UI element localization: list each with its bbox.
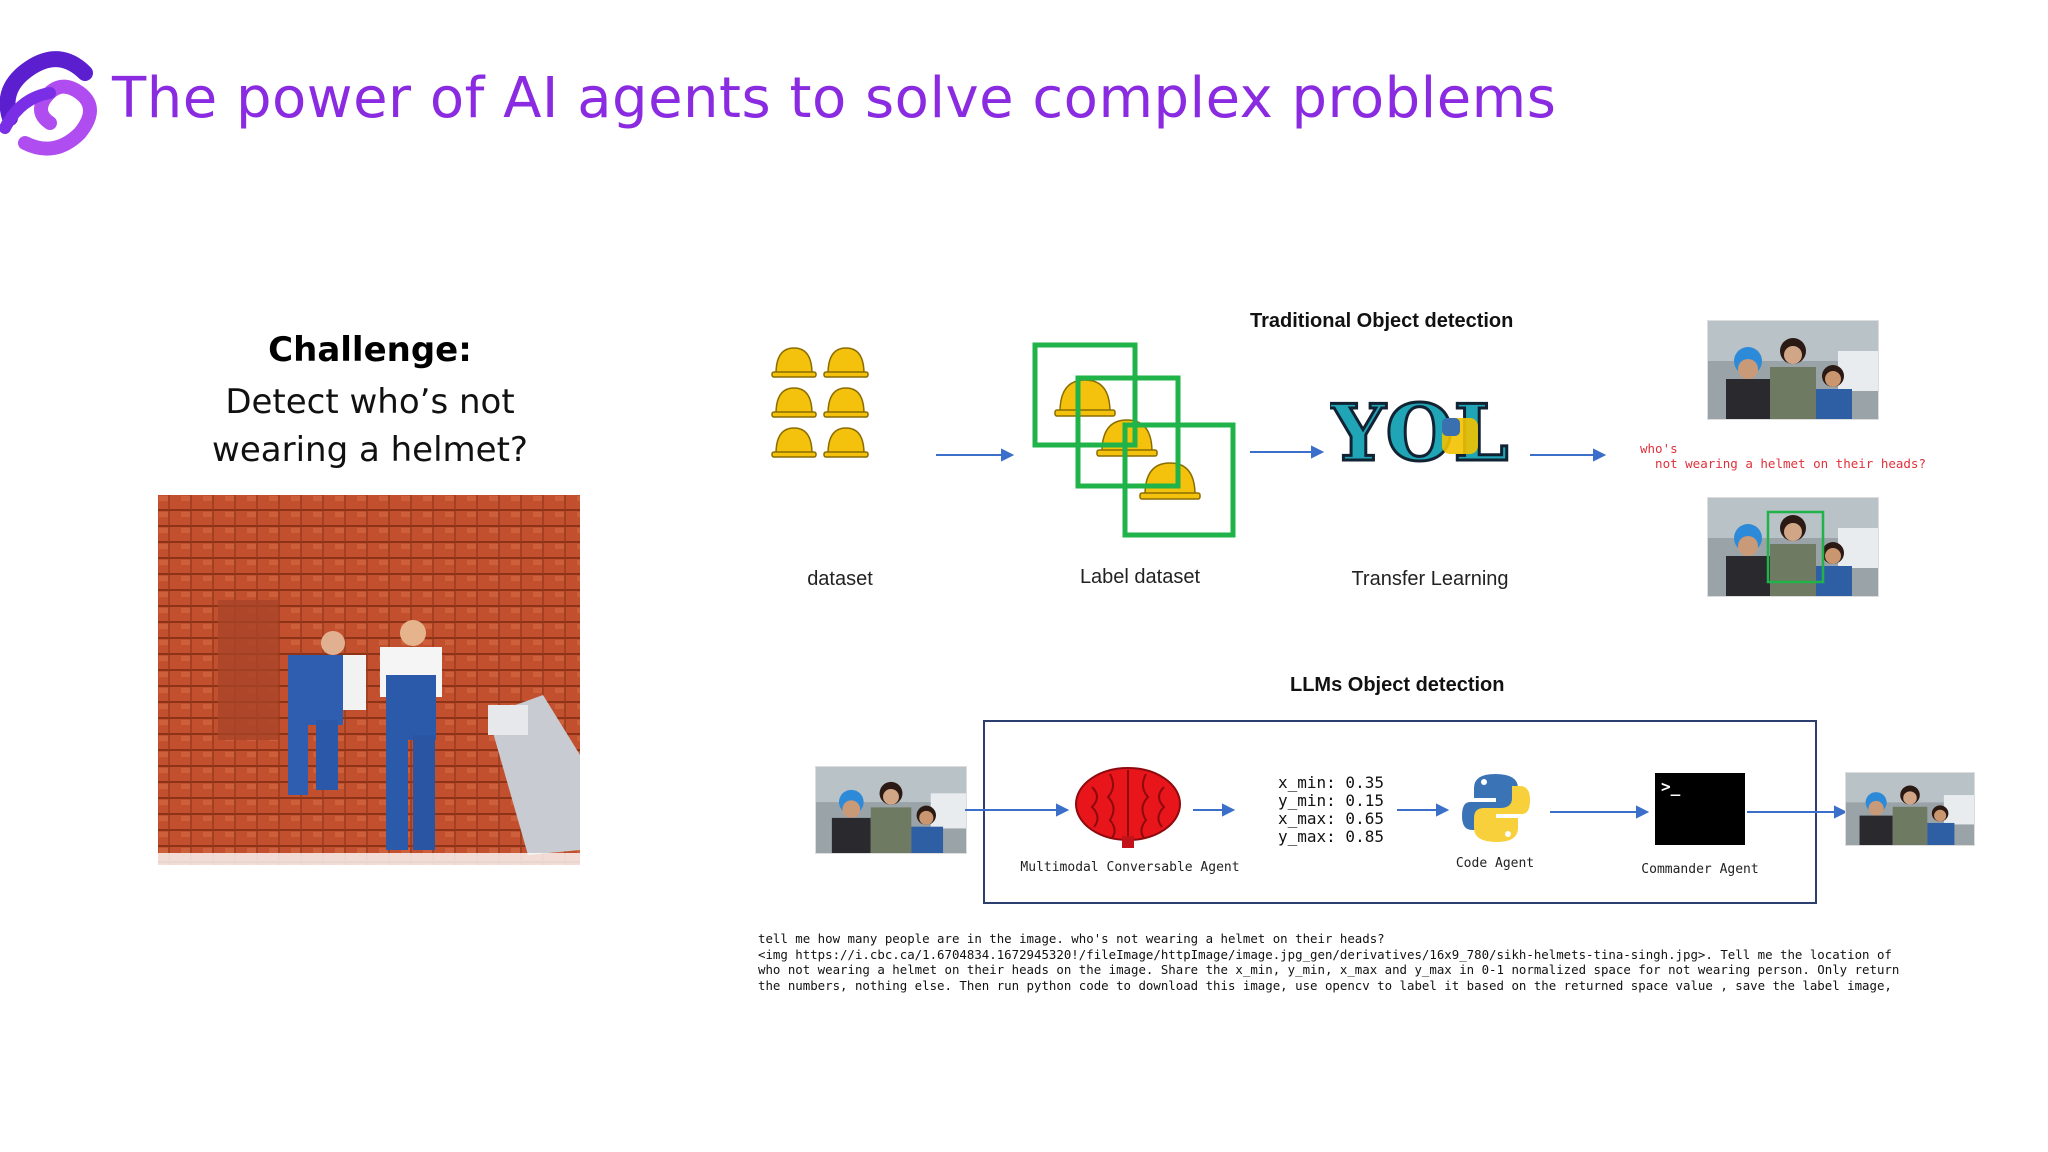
traditional-title: Traditional Object detection: [1250, 310, 1514, 332]
family-photo-output: [1845, 772, 1975, 846]
helmet-icon: [823, 427, 869, 458]
coord-line: x_min: 0.35: [1278, 773, 1384, 792]
question-line: who's: [1640, 441, 1678, 456]
family-photo: [1707, 320, 1879, 420]
family-photo-input: [815, 766, 967, 854]
roof-workers-photo: [158, 495, 580, 865]
challenge-heading: Challenge:: [268, 330, 472, 370]
app-logo-icon: [0, 51, 97, 156]
llm-title: LLMs Object detection: [1290, 674, 1505, 696]
helmet-icon: [771, 427, 817, 458]
helmet-icon: [823, 347, 869, 378]
python-icon: [1462, 774, 1530, 842]
prompt-text: tell me how many people are in the image…: [758, 931, 1958, 993]
step-label-dataset: dataset: [807, 568, 873, 590]
terminal-icon: >_: [1655, 773, 1745, 845]
agent-label-commander: Commander Agent: [1641, 862, 1759, 877]
prompt-line: who not wearing a helmet on their heads …: [758, 962, 1900, 977]
agent-label-code: Code Agent: [1455, 856, 1535, 871]
step-label-label-dataset: Label dataset: [1079, 566, 1201, 588]
challenge-text: Detect who’s not wearing a helmet?: [155, 378, 585, 474]
question-text: who's not wearing a helmet on their head…: [1640, 441, 1926, 471]
helmet-icon: [823, 387, 869, 418]
coord-line: y_min: 0.15: [1278, 791, 1384, 810]
brain-icon: [1075, 767, 1181, 848]
helmet-icon: [771, 347, 817, 378]
prompt-line: <img https://i.cbc.ca/1.6704834.16729453…: [758, 946, 1892, 962]
agent-label-multimodal: Multimodal Conversable Agent: [1020, 860, 1240, 875]
label-dataset-boxes: [1032, 342, 1236, 538]
helmet-dataset: [771, 347, 869, 458]
question-line: not wearing a helmet on their heads?: [1640, 456, 1926, 471]
helmet-icon: [771, 387, 817, 418]
page-title: The power of AI agents to solve complex …: [112, 66, 1557, 131]
prompt-line: tell me how many people are in the image…: [758, 931, 1385, 946]
prompt-line: the numbers, nothing else. Then run pyth…: [758, 977, 1892, 993]
coord-line: x_max: 0.65: [1278, 809, 1384, 828]
challenge-line: wearing a helmet?: [212, 430, 528, 470]
coord-line: y_max: 0.85: [1278, 827, 1384, 846]
family-photo-labeled: [1707, 497, 1879, 597]
traditional-arrows: [936, 445, 1607, 462]
svg-text:YOLO: YOLO: [1330, 390, 1510, 479]
terminal-prompt: >_: [1661, 777, 1681, 796]
yolo-logo-icon: YOLO: [1330, 390, 1510, 480]
llm-arrows: [965, 803, 1845, 819]
challenge-line: Detect who’s not: [225, 382, 515, 422]
step-label-transfer-learning: Transfer Learning: [1351, 568, 1509, 590]
